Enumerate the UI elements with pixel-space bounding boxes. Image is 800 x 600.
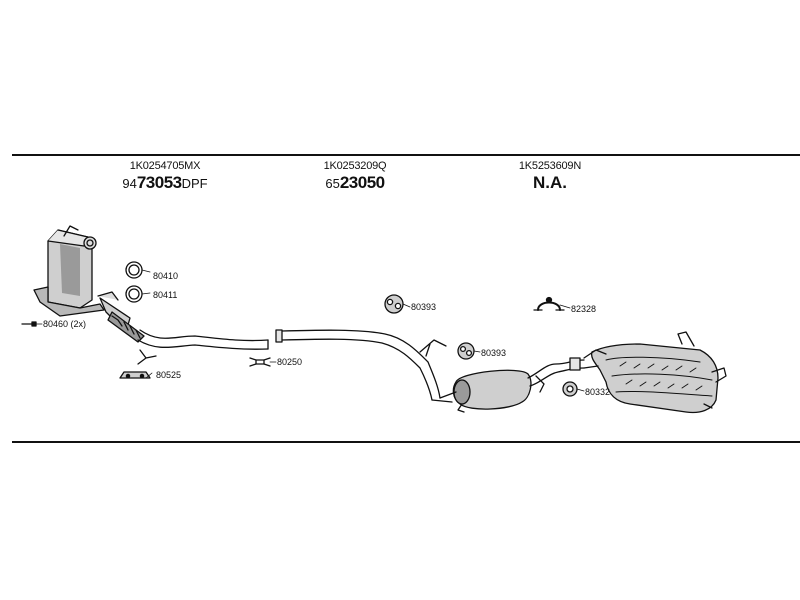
- oem-number: 1K5253609N: [518, 160, 582, 172]
- label-80250: 80250: [277, 357, 302, 367]
- bottom-divider-line: [12, 441, 800, 443]
- oem-number: 1K0254705MX: [129, 160, 201, 172]
- label-80393-upper: 80393: [411, 302, 436, 312]
- part-number: 6523050: [325, 173, 385, 192]
- oem-number: 1K0253209Q: [323, 160, 387, 172]
- middle-silencer: [431, 369, 532, 413]
- header-rear-silencer: 1K5253609N N.A.: [465, 160, 635, 193]
- label-80411: 80411: [153, 290, 177, 300]
- label-80525: 80525: [156, 370, 181, 380]
- rubber-mount-80393a-icon: [384, 294, 404, 314]
- gasket-80411-icon: [125, 285, 143, 303]
- label-80332: 80332: [585, 387, 610, 397]
- top-divider-line: [12, 154, 800, 156]
- label-80393-lower: 80393: [481, 348, 506, 358]
- rear-silencer: [583, 331, 727, 414]
- header-middle-silencer: 1K0253209Q 6523050: [270, 160, 440, 193]
- header-dpf: 1K0254705MX 9473053DPF: [80, 160, 250, 193]
- mid-pipe: [277, 329, 441, 401]
- part-number-na: N.A.: [533, 173, 567, 192]
- clamp-82328-icon: [533, 296, 565, 311]
- clamp-80525-icon: [119, 371, 151, 379]
- gasket-80410-icon: [125, 261, 143, 279]
- label-82328: 82328: [571, 304, 596, 314]
- front-pipe: [137, 329, 269, 350]
- label-80460: 80460 (2x): [43, 319, 86, 329]
- dpf-unit: [33, 225, 105, 317]
- label-80410: 80410: [153, 271, 178, 281]
- flex-pipe: [97, 291, 145, 343]
- rubber-mount-80332-icon: [562, 381, 578, 397]
- rubber-mount-80393b-icon: [457, 342, 475, 360]
- leader-lines: [35, 269, 585, 392]
- bolt-80460-icon: [21, 321, 37, 327]
- clamp-80250-icon: [249, 357, 271, 367]
- part-number: 9473053DPF: [122, 173, 208, 192]
